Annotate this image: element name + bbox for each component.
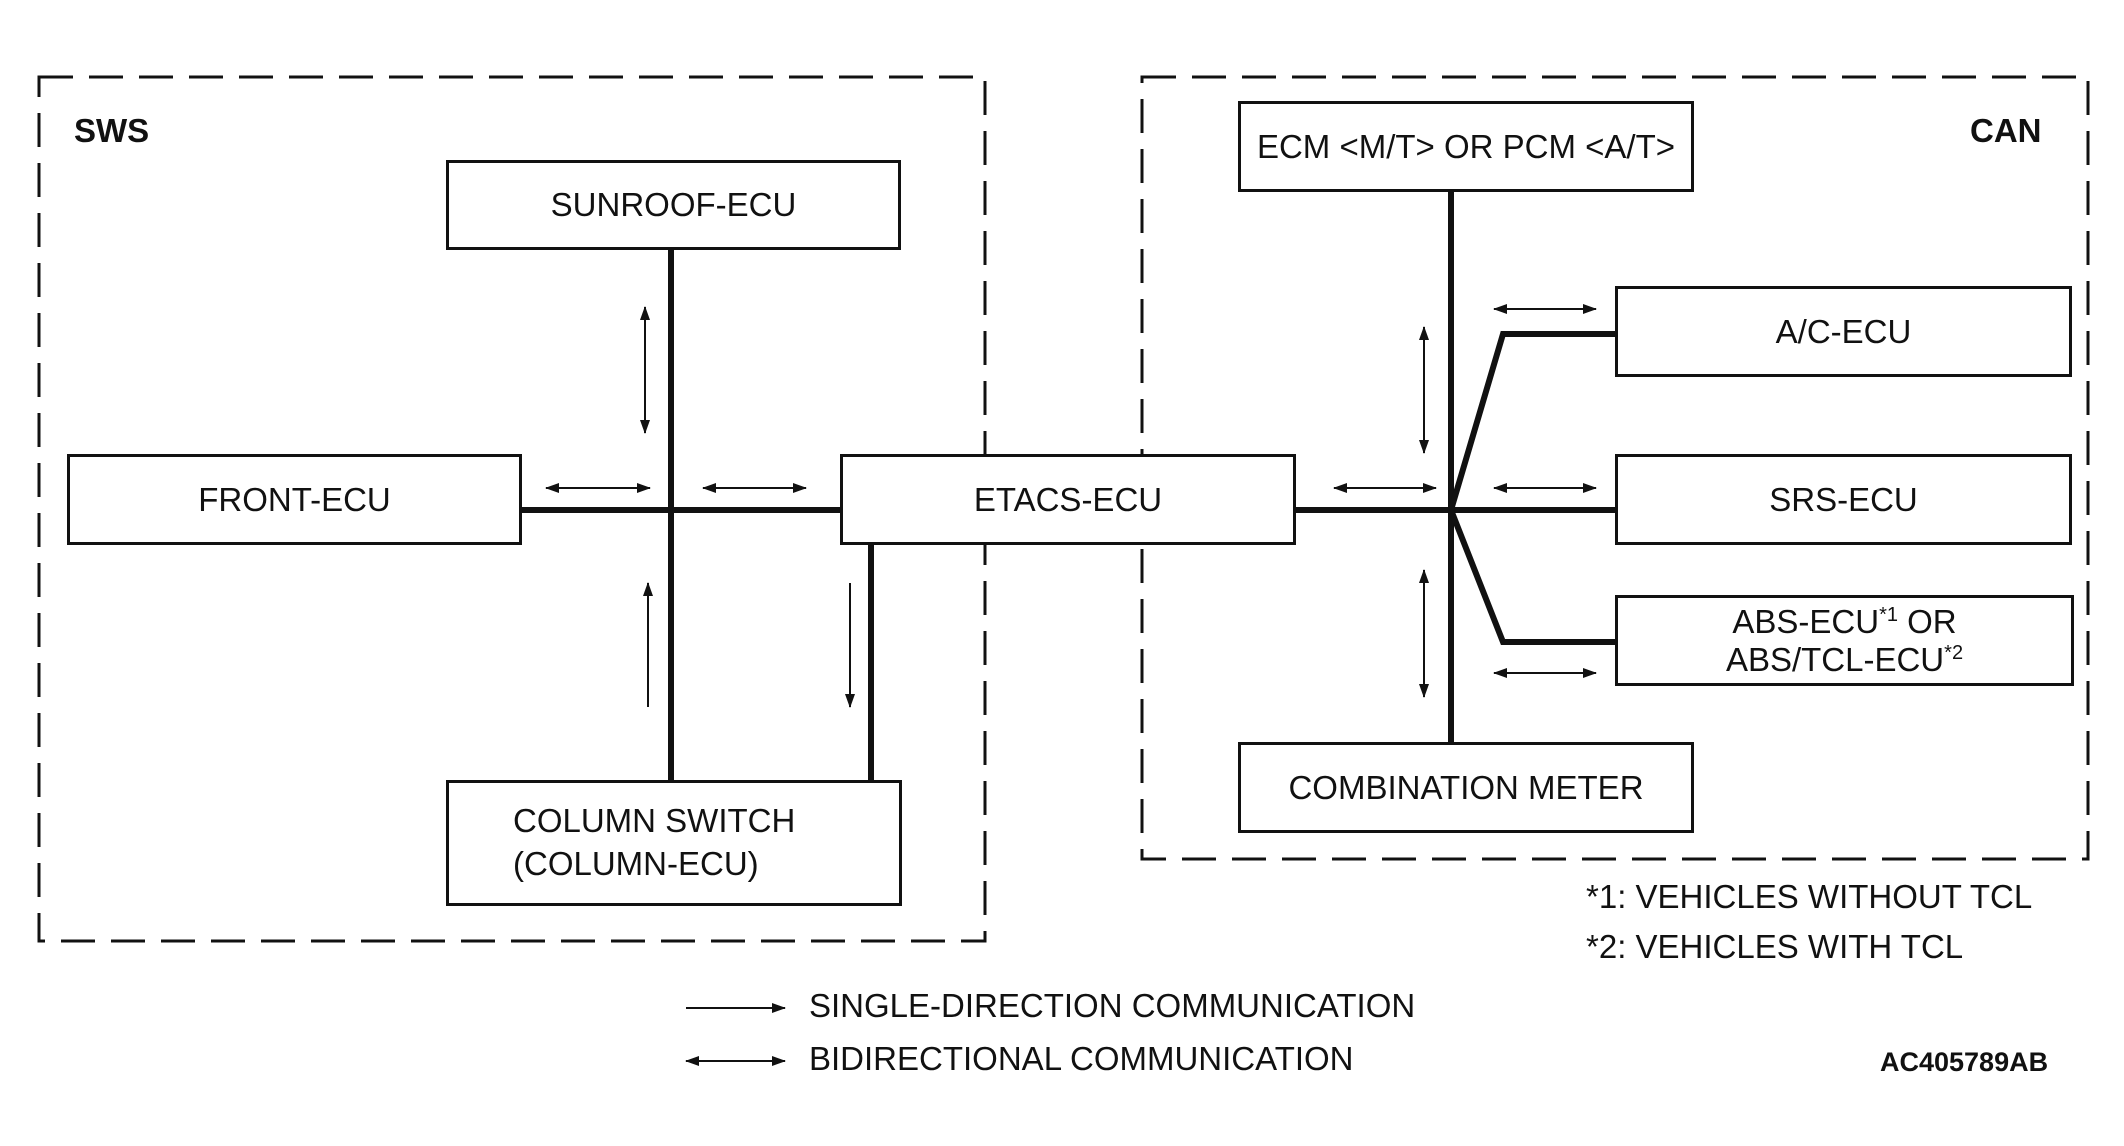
footnote-1: *1: VEHICLES WITHOUT TCL <box>1586 878 2033 915</box>
front-ecu-box: FRONT-ECU <box>67 454 522 545</box>
can-label: CAN <box>1970 112 2042 149</box>
ac-ecu-box: A/C-ECU <box>1615 286 2072 377</box>
ecm-pcm-label: ECM <M/T> OR PCM <A/T> <box>1256 127 1676 165</box>
etacs-ecu-label: ETACS-ECU <box>973 480 1163 518</box>
abs-ecu-box: ABS-ECU*1 OR ABS/TCL-ECU*2 <box>1615 595 2074 686</box>
sws-bus <box>519 248 874 780</box>
etacs-ecu-box: ETACS-ECU <box>840 454 1296 545</box>
sws-label: SWS <box>74 112 150 149</box>
footnote-2: *2: VEHICLES WITH TCL <box>1586 928 1964 965</box>
legend-bidirectional-label: BIDIRECTIONAL COMMUNICATION <box>809 1040 1354 1077</box>
abs-or-label: OR <box>1897 602 1957 640</box>
column-switch-label: COLUMN SWITCH <box>513 802 796 840</box>
can-bus <box>1294 192 1617 742</box>
combination-meter-box: COMBINATION METER <box>1238 742 1694 833</box>
abs-footnote-ref-2: *2 <box>1944 641 1964 664</box>
column-switch-box: COLUMN SWITCH (COLUMN-ECU) <box>446 780 902 906</box>
srs-ecu-box: SRS-ECU <box>1615 454 2072 545</box>
front-ecu-label: FRONT-ECU <box>198 480 391 518</box>
column-ecu-label: (COLUMN-ECU) <box>513 845 759 882</box>
srs-ecu-label: SRS-ECU <box>1769 480 1918 518</box>
abs-tcl-ecu-label: ABS/TCL-ECU <box>1725 640 1945 678</box>
sunroof-ecu-label: SUNROOF-ECU <box>550 186 797 224</box>
ac-ecu-label: A/C-ECU <box>1775 312 1912 350</box>
abs-footnote-ref-1: *1 <box>1879 603 1898 626</box>
sunroof-ecu-box: SUNROOF-ECU <box>446 160 901 250</box>
combination-meter-label: COMBINATION METER <box>1288 768 1644 806</box>
legend-single-label: SINGLE-DIRECTION COMMUNICATION <box>809 987 1416 1024</box>
ecm-pcm-box: ECM <M/T> OR PCM <A/T> <box>1238 101 1694 192</box>
figure-id: AC405789AB <box>1880 1047 2049 1077</box>
abs-ecu-label: ABS-ECU <box>1732 602 1880 640</box>
